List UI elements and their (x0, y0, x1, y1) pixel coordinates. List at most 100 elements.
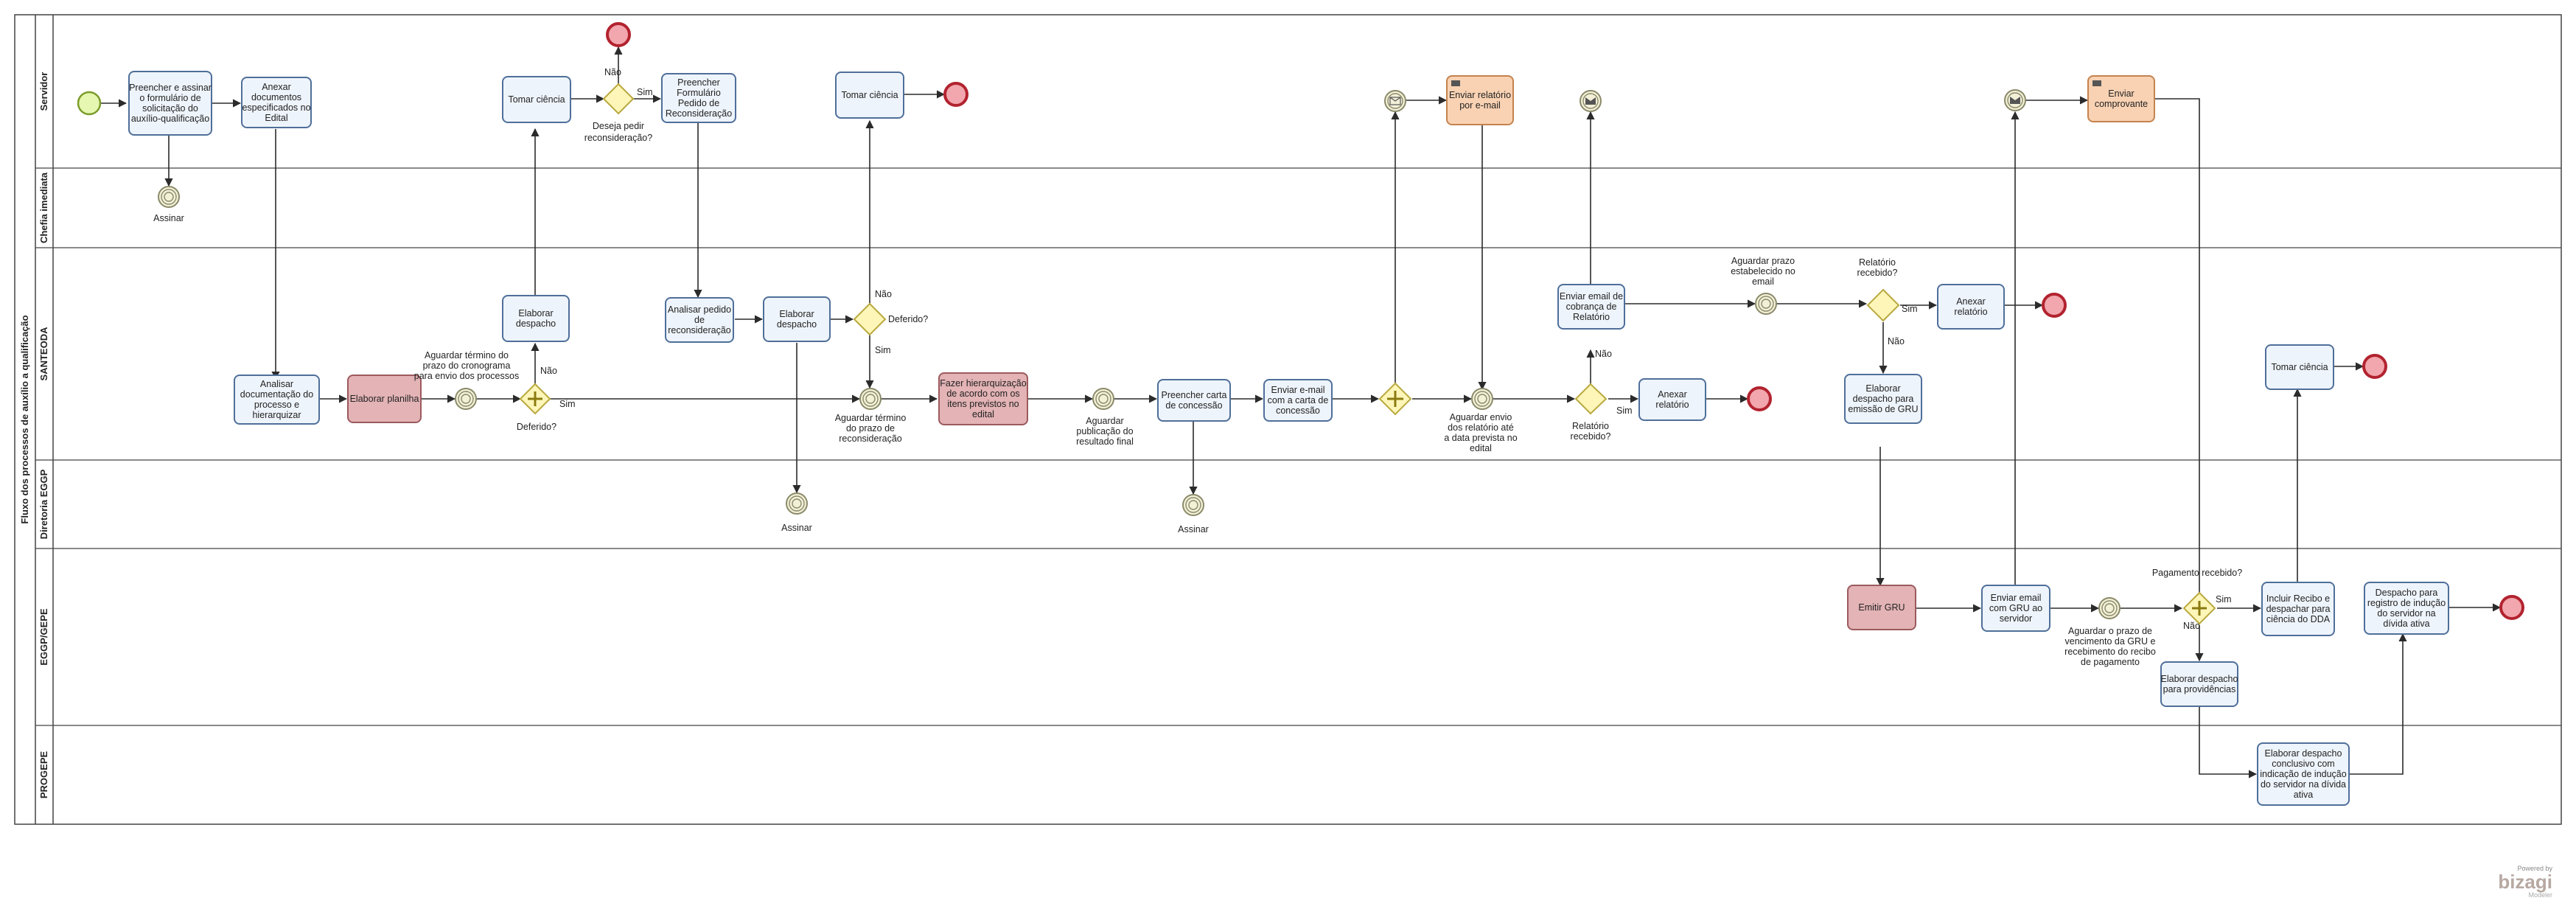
label-relatorio-recebido: Relatório (1572, 421, 1609, 431)
message-icon (2092, 80, 2101, 86)
end-event (2499, 595, 2524, 620)
gateway-deferido (853, 302, 887, 336)
task-label: Analisar pedido (668, 304, 731, 315)
task-t21: Emitir GRU (1847, 585, 1916, 630)
task-box (1847, 585, 1916, 630)
end-event (943, 82, 968, 107)
label-aguardar-envio: a data prevista no (1444, 433, 1517, 443)
task-label: Incluir Recibo e (2266, 593, 2330, 604)
label-relatorio-recebido: recebido? (1857, 268, 1898, 278)
task-label: Tomar ciência (2271, 362, 2328, 372)
label-aguardar-cronograma: para envio dos processos (414, 371, 519, 381)
label-aguardar-prazo: Aguardar prazo (1731, 256, 1795, 266)
label-relatorio-recebido: Relatório (1859, 257, 1896, 268)
task-box (1446, 75, 1514, 125)
task-label: de acordo com os (946, 389, 1019, 399)
end-event (606, 22, 631, 47)
task-label: Preencher carta (1162, 390, 1227, 400)
gateways (519, 83, 2216, 625)
timer-event-cronograma (455, 388, 477, 410)
label-aguardar-envio: dos relatório até (1448, 422, 1514, 433)
task-label: por e-mail (1459, 100, 1501, 111)
lane-label-servidor: Servidor (38, 72, 49, 111)
task-box (1844, 374, 1922, 424)
task-label: Enviar e-mail (1271, 385, 1325, 395)
end-event (2042, 293, 2067, 318)
task-box (502, 76, 571, 123)
task-box (128, 71, 212, 136)
label-deferido: Deferido? (888, 314, 928, 324)
task-label: com GRU ao (1989, 603, 2042, 613)
task-box (502, 295, 570, 342)
label-aguardar-reconsideracao: do prazo de (846, 423, 895, 433)
lane-label-chefia: Chefia imediata (38, 172, 49, 243)
label-aguardar-reconsideracao: Aguardar término (835, 413, 907, 423)
task-label: ativa (2294, 790, 2313, 800)
task-label: o formulário de (139, 93, 200, 103)
task-label: despacho para (1853, 394, 1914, 404)
label-deseja-reconsideracao: Deseja pedir (593, 121, 644, 131)
label-sim: Sim (637, 87, 653, 97)
task-label: edital (972, 409, 994, 419)
start-event (77, 91, 102, 116)
task-label: ciência do DDA (2266, 614, 2331, 624)
timer-event-reconsideracao (859, 388, 882, 410)
label-aguardar-reconsideracao: reconsideração (839, 433, 902, 444)
task-label: cobrança de (1566, 302, 1617, 312)
task-label: processo e (254, 400, 299, 410)
task-label: itens previstos no (947, 399, 1019, 409)
task-label: solicitação do (142, 103, 198, 114)
timer-event-publicacao (1092, 388, 1114, 410)
task-label: de concessão (1165, 400, 1222, 411)
task-label: despacho (516, 318, 556, 329)
task-box (234, 375, 320, 425)
task-label: despachar para (2266, 604, 2331, 614)
task-box (2087, 75, 2155, 122)
gateway-pagamento-recebido (2182, 591, 2216, 625)
task-label: Anexar (262, 82, 291, 92)
task-label: Formulário (677, 88, 721, 98)
gateway-relatorio-recebido-2 (1866, 288, 1900, 322)
task-label: Relatório (1573, 312, 1610, 322)
task-box (347, 375, 422, 423)
task-box (1638, 378, 1706, 421)
end-event (2362, 354, 2387, 379)
task-box (1981, 585, 2050, 632)
task-label: Emitir GRU (1858, 602, 1905, 613)
task-label: servidor (2000, 613, 2032, 624)
task-t12: Elaborar planilha (347, 375, 422, 423)
lane-separators (35, 167, 2561, 726)
task-box (2364, 582, 2449, 635)
timer-event-assinar-diretoria (786, 492, 808, 515)
task-box (2261, 582, 2335, 636)
task-label: concessão (1276, 405, 1320, 416)
annotations: Assinar Assinar Assinar Não Sim Deseja p… (153, 67, 2242, 667)
bizagi-branding: Powered by bizagi Modeler (2498, 865, 2552, 899)
task-label: Enviar relatório (1449, 90, 1511, 100)
task-label: Anexar (1658, 389, 1687, 400)
label-sim: Sim (875, 345, 891, 355)
label-aguardar-gru: Aguardar o prazo de (2068, 626, 2152, 636)
task-label: relatório (1954, 307, 1987, 317)
task-label: Edital (265, 113, 287, 123)
task-label: registro de indução (2367, 598, 2446, 608)
task-label: Elaborar (779, 309, 814, 319)
task-t20: Tomar ciência (2265, 344, 2334, 390)
timer-events (158, 186, 2121, 619)
task-label: Tomar ciência (508, 94, 565, 105)
task-label: hierarquizar (252, 410, 301, 420)
label-aguardar-publicacao: resultado final (1076, 436, 1134, 447)
task-label: Enviar email de (1560, 291, 1623, 302)
end-event (1747, 386, 1772, 411)
label-aguardar-cronograma: prazo do cronograma (423, 361, 511, 371)
task-label: Elaborar (518, 308, 553, 318)
